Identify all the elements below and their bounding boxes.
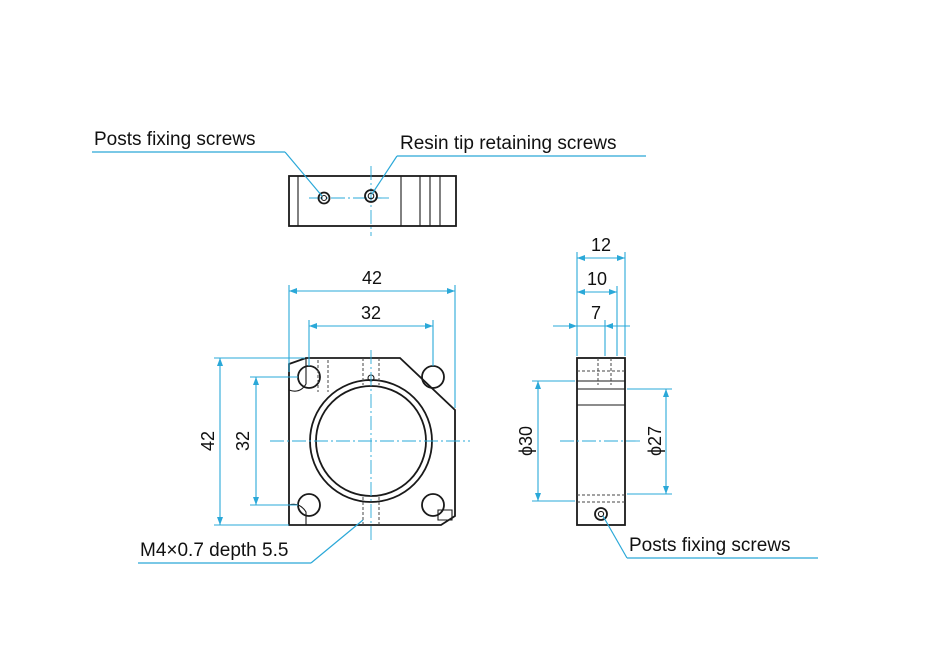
dim-height-32: 32 bbox=[233, 431, 253, 451]
top-view-outline bbox=[288, 175, 457, 227]
label-posts-fixing-top: Posts fixing screws bbox=[92, 129, 323, 197]
front-view bbox=[270, 350, 470, 540]
resin-tip-text: Resin tip retaining screws bbox=[400, 133, 616, 154]
dim-depth-12: 12 bbox=[591, 235, 611, 255]
dim-depth-7: 7 bbox=[591, 303, 601, 323]
mount-hole-tl bbox=[297, 365, 321, 389]
posts-fixing-screw-side bbox=[594, 507, 608, 521]
posts-fixing-side-text: Posts fixing screws bbox=[629, 535, 791, 556]
dim-width-32: 32 bbox=[361, 303, 381, 323]
tap-hole-text: M4×0.7 depth 5.5 bbox=[140, 540, 288, 561]
side-view-outline bbox=[576, 357, 626, 526]
label-posts-fixing-side: Posts fixing screws bbox=[602, 515, 818, 559]
dim-depth-10: 10 bbox=[587, 269, 607, 289]
mount-hole-br bbox=[421, 493, 445, 517]
mount-hole-bl bbox=[297, 493, 321, 517]
front-view-outline bbox=[288, 357, 456, 526]
posts-fixing-top-text: Posts fixing screws bbox=[94, 129, 256, 150]
posts-fixing-screw-top bbox=[317, 191, 331, 205]
dim-diameter-30: ϕ30 bbox=[516, 426, 536, 456]
label-resin-tip: Resin tip retaining screws bbox=[371, 133, 646, 195]
dim-diameter-27: ϕ27 bbox=[645, 426, 665, 456]
dim-height-42: 42 bbox=[198, 431, 218, 451]
mount-hole-tr bbox=[421, 365, 445, 389]
dim-width-42: 42 bbox=[362, 268, 382, 288]
side-view bbox=[576, 357, 626, 526]
resin-tip-screw bbox=[364, 189, 378, 203]
side-dimensions: 12 10 7 ϕ30 ϕ27 bbox=[516, 235, 672, 502]
top-view bbox=[288, 166, 457, 236]
front-dimensions: 42 32 42 32 bbox=[198, 268, 456, 526]
label-tap-hole: M4×0.7 depth 5.5 bbox=[138, 519, 364, 564]
